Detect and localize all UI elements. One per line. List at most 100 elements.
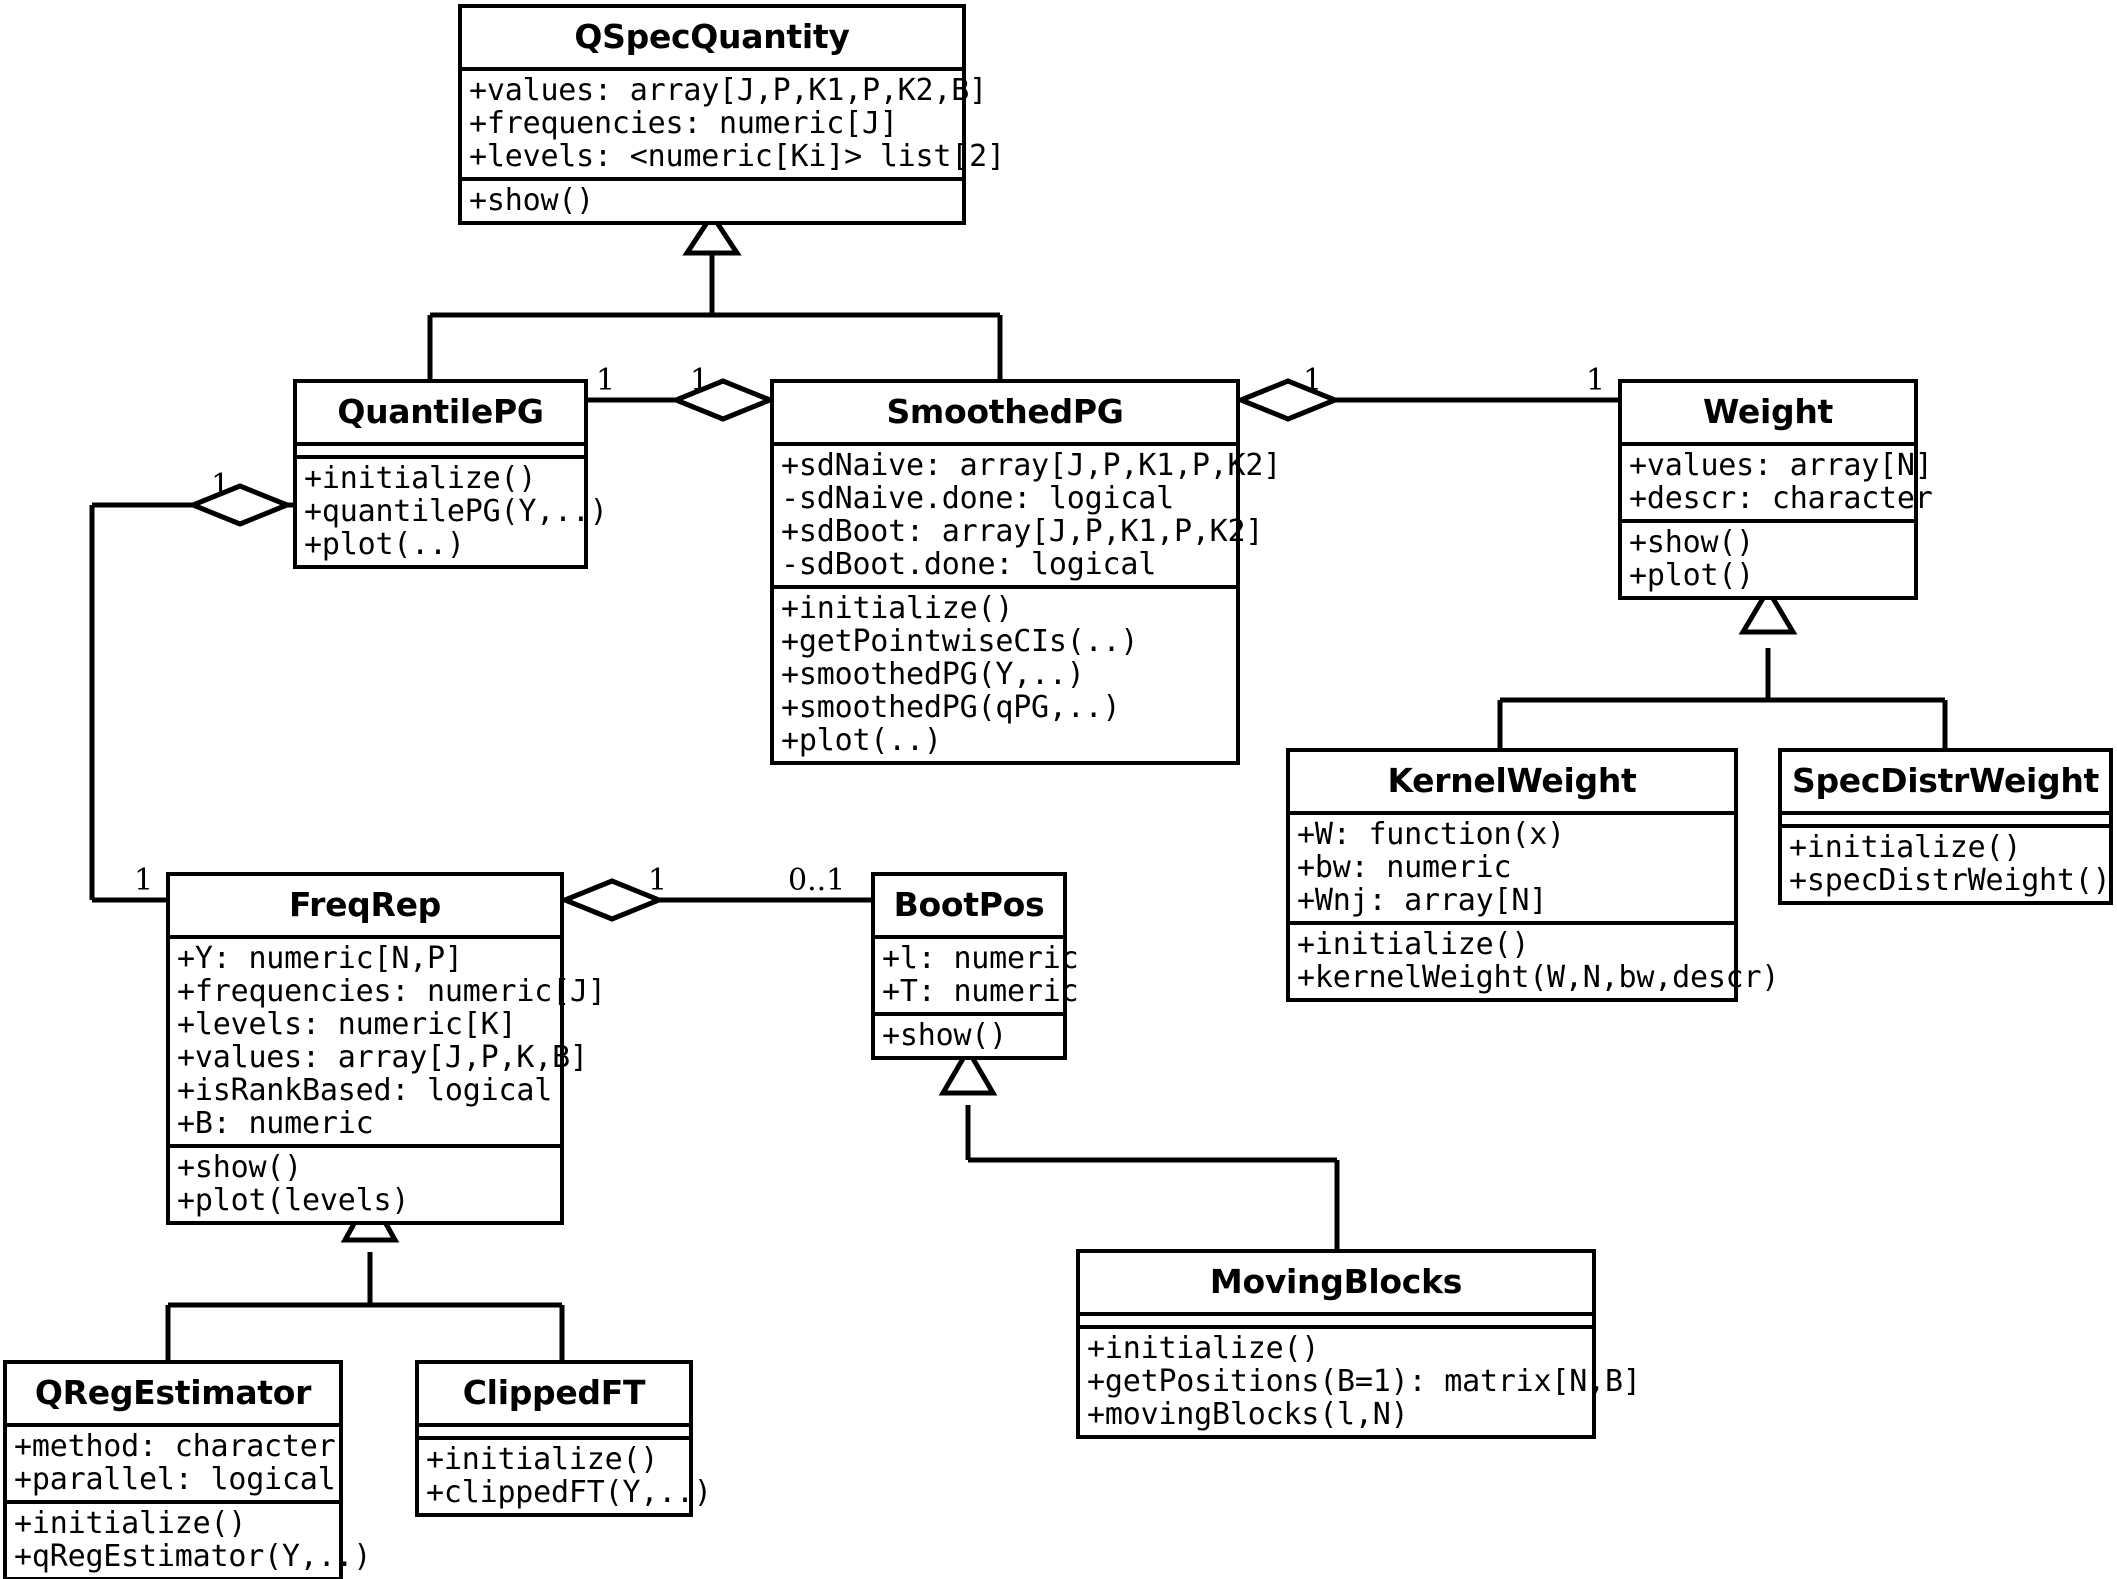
attribute-row: +levels: numeric[K] <box>177 1007 517 1042</box>
method-row: +initialize() <box>781 591 1014 626</box>
divider <box>875 1012 1063 1016</box>
methods-specdistrweight: +initialize() +specDistrWeight() <box>1782 828 2111 901</box>
methods-movingblocks: +initialize() +getPositions(B=1): matrix… <box>1080 1329 1641 1435</box>
method-row: +plot(levels) <box>177 1183 410 1218</box>
method-row: +initialize() <box>1789 830 2022 865</box>
method-row: +movingBlocks(l,N) <box>1087 1397 1409 1432</box>
method-row: +smoothedPG(qPG,..) <box>781 690 1121 725</box>
attribute-row: +bw: numeric <box>1297 850 1512 885</box>
divider <box>1290 921 1734 925</box>
divider <box>170 935 560 939</box>
generalization-to-bootpos <box>938 1045 1340 1250</box>
attribute-row: +T: numeric <box>882 974 1079 1009</box>
attribute-row: +descr: character <box>1629 481 1933 516</box>
attribute-row: -sdNaive.done: logical <box>781 481 1174 516</box>
attribute-row: +Y: numeric[N,P] <box>177 941 463 976</box>
divider <box>1782 824 2109 828</box>
class-title-qregestimator: QRegEstimator <box>34 1373 312 1412</box>
class-title-bootpos: BootPos <box>893 885 1045 924</box>
class-title-movingblocks: MovingBlocks <box>1209 1262 1463 1301</box>
divider <box>1622 519 1914 523</box>
attribute-row: +isRankBased: logical <box>177 1073 553 1108</box>
divider <box>7 1500 339 1504</box>
method-row: +show() <box>469 183 595 218</box>
methods-quantilepg: +initialize() +quantilePG(Y,..) +plot(..… <box>297 459 608 565</box>
class-box-kernelweight[interactable]: KernelWeight +W: function(x) +bw: numeri… <box>1286 748 1780 1002</box>
multiplicity-weight-left: 1 <box>1586 363 1606 398</box>
attribute-row: +sdBoot: array[J,P,K1,P,K2] <box>781 514 1264 549</box>
methods-freqrep: +show() +plot(levels) <box>170 1148 560 1221</box>
multiplicity-smoothedpg-left: 1 <box>690 363 710 398</box>
divider <box>170 1144 560 1148</box>
divider <box>1080 1325 1592 1329</box>
attributes-smoothedpg: +sdNaive: array[J,P,K1,P,K2] -sdNaive.do… <box>774 446 1281 585</box>
attribute-row: +Wnj: array[N] <box>1297 883 1548 918</box>
attributes-kernelweight: +W: function(x) +bw: numeric +Wnj: array… <box>1290 815 1734 921</box>
divider <box>1290 811 1734 815</box>
multiplicity-freqrep-right: 1 <box>648 863 668 898</box>
class-box-quantilepg[interactable]: QuantilePG +initialize() +quantilePG(Y,.… <box>293 379 608 569</box>
attribute-row: +l: numeric <box>882 941 1079 976</box>
divider <box>774 442 1236 446</box>
attributes-freqrep: +Y: numeric[N,P] +frequencies: numeric[J… <box>170 939 606 1144</box>
class-box-qregestimator[interactable]: QRegEstimator +method: character +parall… <box>3 1360 372 1579</box>
attributes-bootpos: +l: numeric +T: numeric <box>875 939 1079 1012</box>
attribute-row: +parallel: logical <box>14 1462 336 1497</box>
method-row: +smoothedPG(Y,..) <box>781 657 1085 692</box>
aggregation-smoothedpg-weight <box>1234 378 1618 422</box>
method-row: +show() <box>177 1150 303 1185</box>
attributes-clippedft <box>419 1427 689 1436</box>
method-row: +initialize() <box>304 461 537 496</box>
class-title-smoothedpg: SmoothedPG <box>886 392 1124 431</box>
class-title-quantilepg: QuantilePG <box>337 392 544 431</box>
divider <box>462 177 962 181</box>
attributes-qspecquantity: +values: array[J,P,K1,P,K2,B] +frequenci… <box>462 71 1005 177</box>
multiplicity-smoothedpg-right: 1 <box>1303 363 1323 398</box>
method-row: +quantilePG(Y,..) <box>304 494 608 529</box>
divider <box>297 455 584 459</box>
class-box-clippedft[interactable]: ClippedFT +initialize() +clippedFT(Y,..) <box>415 1360 712 1517</box>
aggregation-smoothedpg-quantilepg <box>588 378 780 422</box>
divider <box>297 442 584 446</box>
attribute-row: +values: array[N] <box>1629 448 1933 483</box>
method-row: +plot(..) <box>304 527 465 562</box>
class-title-qspecquantity: QSpecQuantity <box>574 17 850 56</box>
class-title-kernelweight: KernelWeight <box>1387 761 1637 800</box>
class-title-specdistrweight: SpecDistrWeight <box>1792 761 2100 800</box>
method-row: +qRegEstimator(Y,..) <box>14 1539 372 1574</box>
method-row: +plot() <box>1629 558 1755 593</box>
class-box-weight[interactable]: Weight +values: array[N] +descr: charact… <box>1618 379 1933 600</box>
method-row: +initialize() <box>1087 1331 1320 1366</box>
class-box-qspecquantity[interactable]: QSpecQuantity +values: array[J,P,K1,P,K2… <box>458 4 1005 225</box>
divider <box>462 67 962 71</box>
methods-kernelweight: +initialize() +kernelWeight(W,N,bw,descr… <box>1290 925 1780 998</box>
class-box-smoothedpg[interactable]: SmoothedPG +sdNaive: array[J,P,K1,P,K2] … <box>770 379 1281 765</box>
multiplicity-bootpos-left: 0..1 <box>788 863 846 898</box>
method-row: +clippedFT(Y,..) <box>426 1475 712 1510</box>
attributes-specdistrweight <box>1782 815 2109 824</box>
divider <box>7 1423 339 1427</box>
method-row: +plot(..) <box>781 723 942 758</box>
divider <box>1782 811 2109 815</box>
method-row: +show() <box>882 1018 1008 1053</box>
class-box-movingblocks[interactable]: MovingBlocks +initialize() +getPositions… <box>1076 1249 1641 1439</box>
method-row: +kernelWeight(W,N,bw,descr) <box>1297 960 1780 995</box>
attribute-row: +values: array[J,P,K,B] <box>177 1040 588 1075</box>
attribute-row: +B: numeric <box>177 1106 374 1141</box>
divider <box>419 1423 689 1427</box>
class-title-freqrep: FreqRep <box>288 885 442 924</box>
divider <box>419 1436 689 1440</box>
methods-qspecquantity: +show() <box>462 181 962 221</box>
class-title-weight: Weight <box>1702 392 1833 431</box>
divider <box>774 585 1236 589</box>
attributes-movingblocks <box>1080 1316 1592 1325</box>
method-row: +specDistrWeight() <box>1789 863 2111 898</box>
divider <box>1080 1312 1592 1316</box>
multiplicity-quantilepg-right: 1 <box>596 363 616 398</box>
attribute-row: +values: array[J,P,K1,P,K2,B] <box>469 73 987 108</box>
class-box-specdistrweight[interactable]: SpecDistrWeight +initialize() +specDistr… <box>1778 748 2113 905</box>
class-box-freqrep[interactable]: FreqRep +Y: numeric[N,P] +frequencies: n… <box>166 872 606 1225</box>
class-box-bootpos[interactable]: BootPos +l: numeric +T: numeric +show() <box>871 872 1079 1060</box>
attribute-row: +frequencies: numeric[J] <box>469 106 898 141</box>
